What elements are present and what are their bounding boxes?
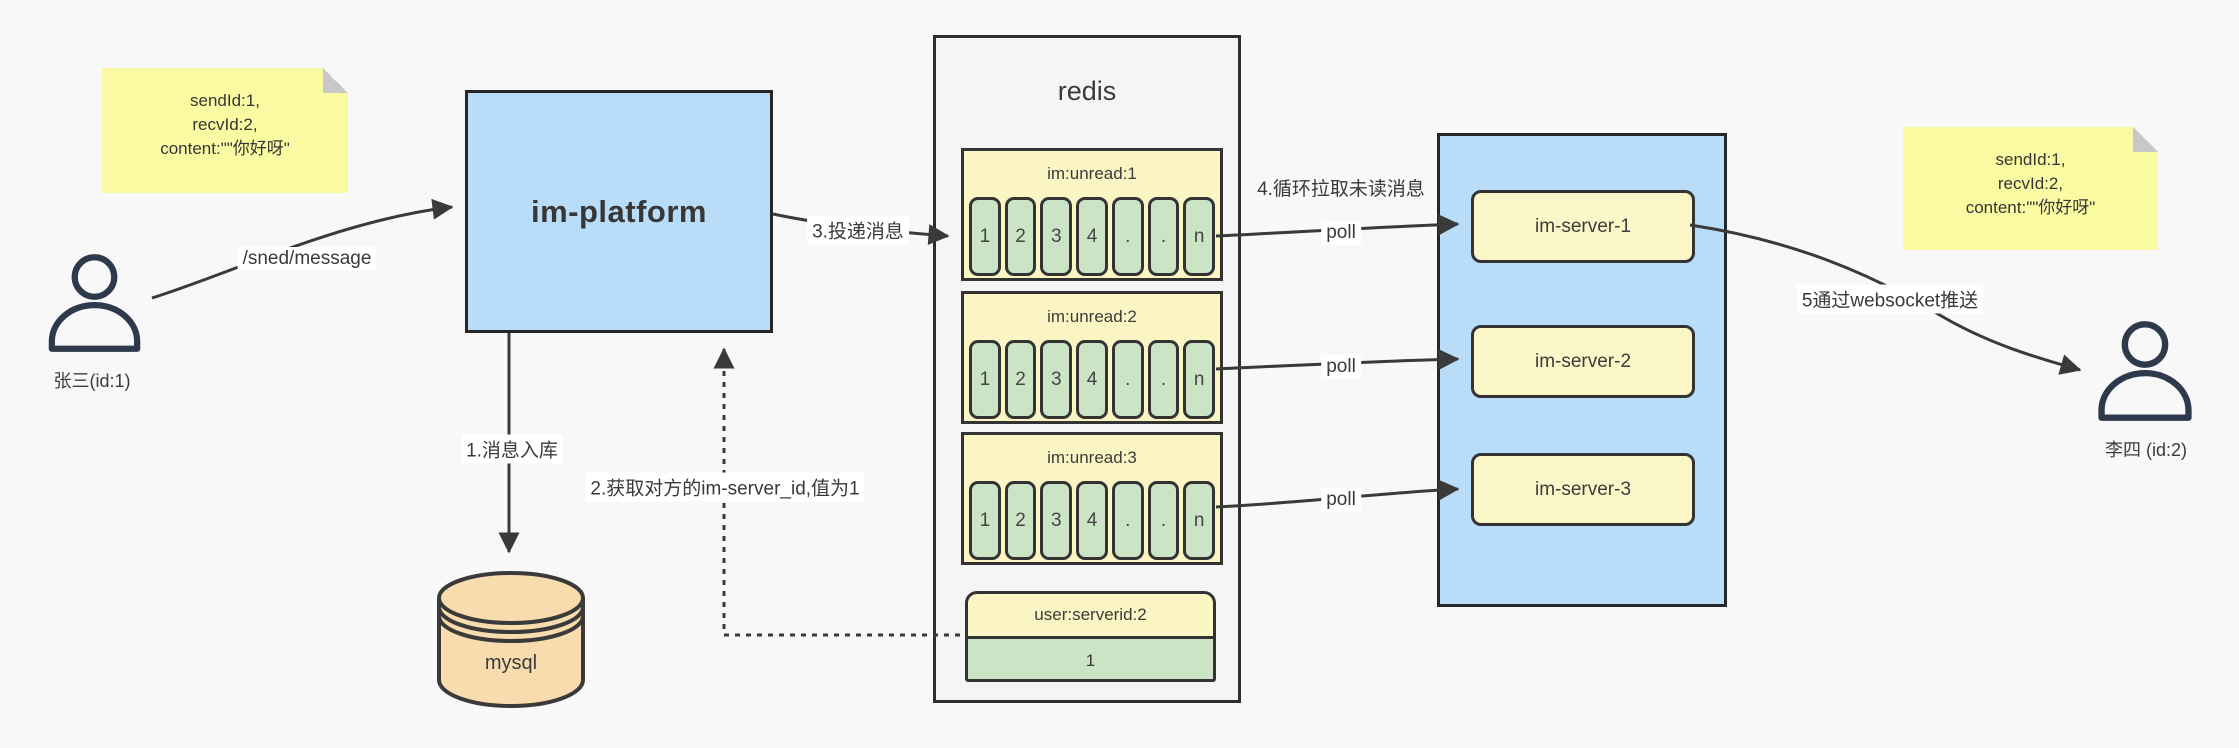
step1-label: 1.消息入库 bbox=[461, 434, 563, 464]
user-icon bbox=[48, 254, 141, 352]
step5-label: 5通过websocket推送 bbox=[1796, 284, 1984, 314]
send-api-label: /sned/message bbox=[237, 247, 377, 271]
step3-label: 3.投递消息 bbox=[807, 215, 909, 245]
unread-queue-2: im:unread:2 1 2 3 4 . . n bbox=[961, 291, 1223, 424]
note-fold-icon bbox=[323, 68, 348, 93]
note-line: sendId:1, bbox=[190, 91, 260, 110]
im-server-label: im-server-3 bbox=[1534, 478, 1632, 500]
sender-label: 张三(id:1) bbox=[53, 371, 131, 391]
unread-queue-3: im:unread:3 1 2 3 4 . . n bbox=[961, 432, 1223, 565]
im-server-label: im-server-2 bbox=[1534, 350, 1632, 372]
poll-label-2: poll bbox=[1321, 355, 1361, 379]
redis-container: redis im:unread:1 1 2 3 4 . . n im:unrea… bbox=[933, 35, 1241, 703]
im-server-2-node: im-server-2 bbox=[1471, 325, 1695, 398]
mapping-value: 1 bbox=[968, 639, 1213, 679]
step4-label: 4.循环拉取未读消息 bbox=[1257, 179, 1425, 200]
note-line: content:""你好呀" bbox=[1965, 198, 2096, 217]
queue-cell: n bbox=[1183, 197, 1216, 276]
note-line: recvId:2, bbox=[1997, 174, 2064, 193]
queue-cell: . bbox=[1111, 481, 1144, 560]
mapping-header: user:serverid:2 bbox=[968, 594, 1213, 639]
arrow-get-serverid-dotted bbox=[713, 347, 960, 637]
queue-cell: n bbox=[1183, 340, 1216, 419]
queue-cell: . bbox=[1147, 197, 1180, 276]
queue-cell: n bbox=[1183, 481, 1216, 560]
sender-user-icon bbox=[42, 251, 147, 355]
queue-cell: 4 bbox=[1076, 197, 1108, 276]
receiver-label: 李四 (id:2) bbox=[2104, 440, 2188, 460]
im-platform-label: im-platform bbox=[531, 193, 707, 229]
queue-header: im:unread:2 bbox=[1047, 307, 1137, 326]
receiver-message-note: sendId:1, recvId:2, content:""你好呀" bbox=[1903, 127, 2158, 250]
note-fold-icon bbox=[2133, 127, 2158, 152]
step2-label: 2.获取对方的im-server_id,值为1 bbox=[585, 472, 865, 502]
queue-cell: 4 bbox=[1076, 481, 1108, 560]
queue-cells: 1 2 3 4 . . n bbox=[964, 340, 1220, 419]
unread-queue-1: im:unread:1 1 2 3 4 . . n bbox=[961, 148, 1223, 281]
queue-cell: 2 bbox=[1004, 481, 1037, 560]
queue-header: im:unread:3 bbox=[1047, 448, 1137, 467]
note-line: sendId:1, bbox=[1995, 150, 2066, 169]
im-platform-node: im-platform bbox=[465, 90, 773, 333]
user-serverid-mapping: user:serverid:2 1 bbox=[965, 591, 1216, 682]
queue-cell: . bbox=[1147, 481, 1180, 560]
queue-cell: . bbox=[1147, 340, 1180, 419]
queue-cell: 2 bbox=[1004, 340, 1037, 419]
im-server-3-node: im-server-3 bbox=[1471, 453, 1695, 526]
queue-header: im:unread:1 bbox=[1047, 164, 1137, 183]
queue-cell: 1 bbox=[969, 340, 1001, 419]
queue-cell: 3 bbox=[1040, 197, 1073, 276]
queue-cell: . bbox=[1111, 197, 1144, 276]
im-server-group: im-server-1 im-server-2 im-server-3 bbox=[1437, 133, 1727, 607]
mysql-label: mysql bbox=[484, 652, 538, 674]
poll-label-1: poll bbox=[1321, 221, 1361, 245]
redis-title: redis bbox=[1057, 76, 1117, 106]
queue-cell: . bbox=[1111, 340, 1144, 419]
poll-label-3: poll bbox=[1321, 488, 1361, 512]
receiver-user-icon bbox=[2092, 318, 2198, 424]
queue-cell: 3 bbox=[1040, 340, 1073, 419]
queue-cells: 1 2 3 4 . . n bbox=[964, 197, 1220, 276]
note-line: content:""你好呀" bbox=[160, 139, 290, 158]
queue-cell: 3 bbox=[1040, 481, 1073, 560]
im-server-label: im-server-1 bbox=[1534, 215, 1632, 237]
mysql-database-icon bbox=[437, 571, 585, 708]
queue-cell: 1 bbox=[969, 197, 1001, 276]
user-icon bbox=[2098, 321, 2192, 421]
sender-message-note: sendId:1, recvId:2, content:""你好呀" bbox=[102, 68, 348, 193]
queue-cell: 1 bbox=[969, 481, 1001, 560]
queue-cell: 4 bbox=[1076, 340, 1108, 419]
note-line: recvId:2, bbox=[192, 115, 258, 134]
queue-cells: 1 2 3 4 . . n bbox=[964, 481, 1220, 560]
queue-cell: 2 bbox=[1004, 197, 1037, 276]
